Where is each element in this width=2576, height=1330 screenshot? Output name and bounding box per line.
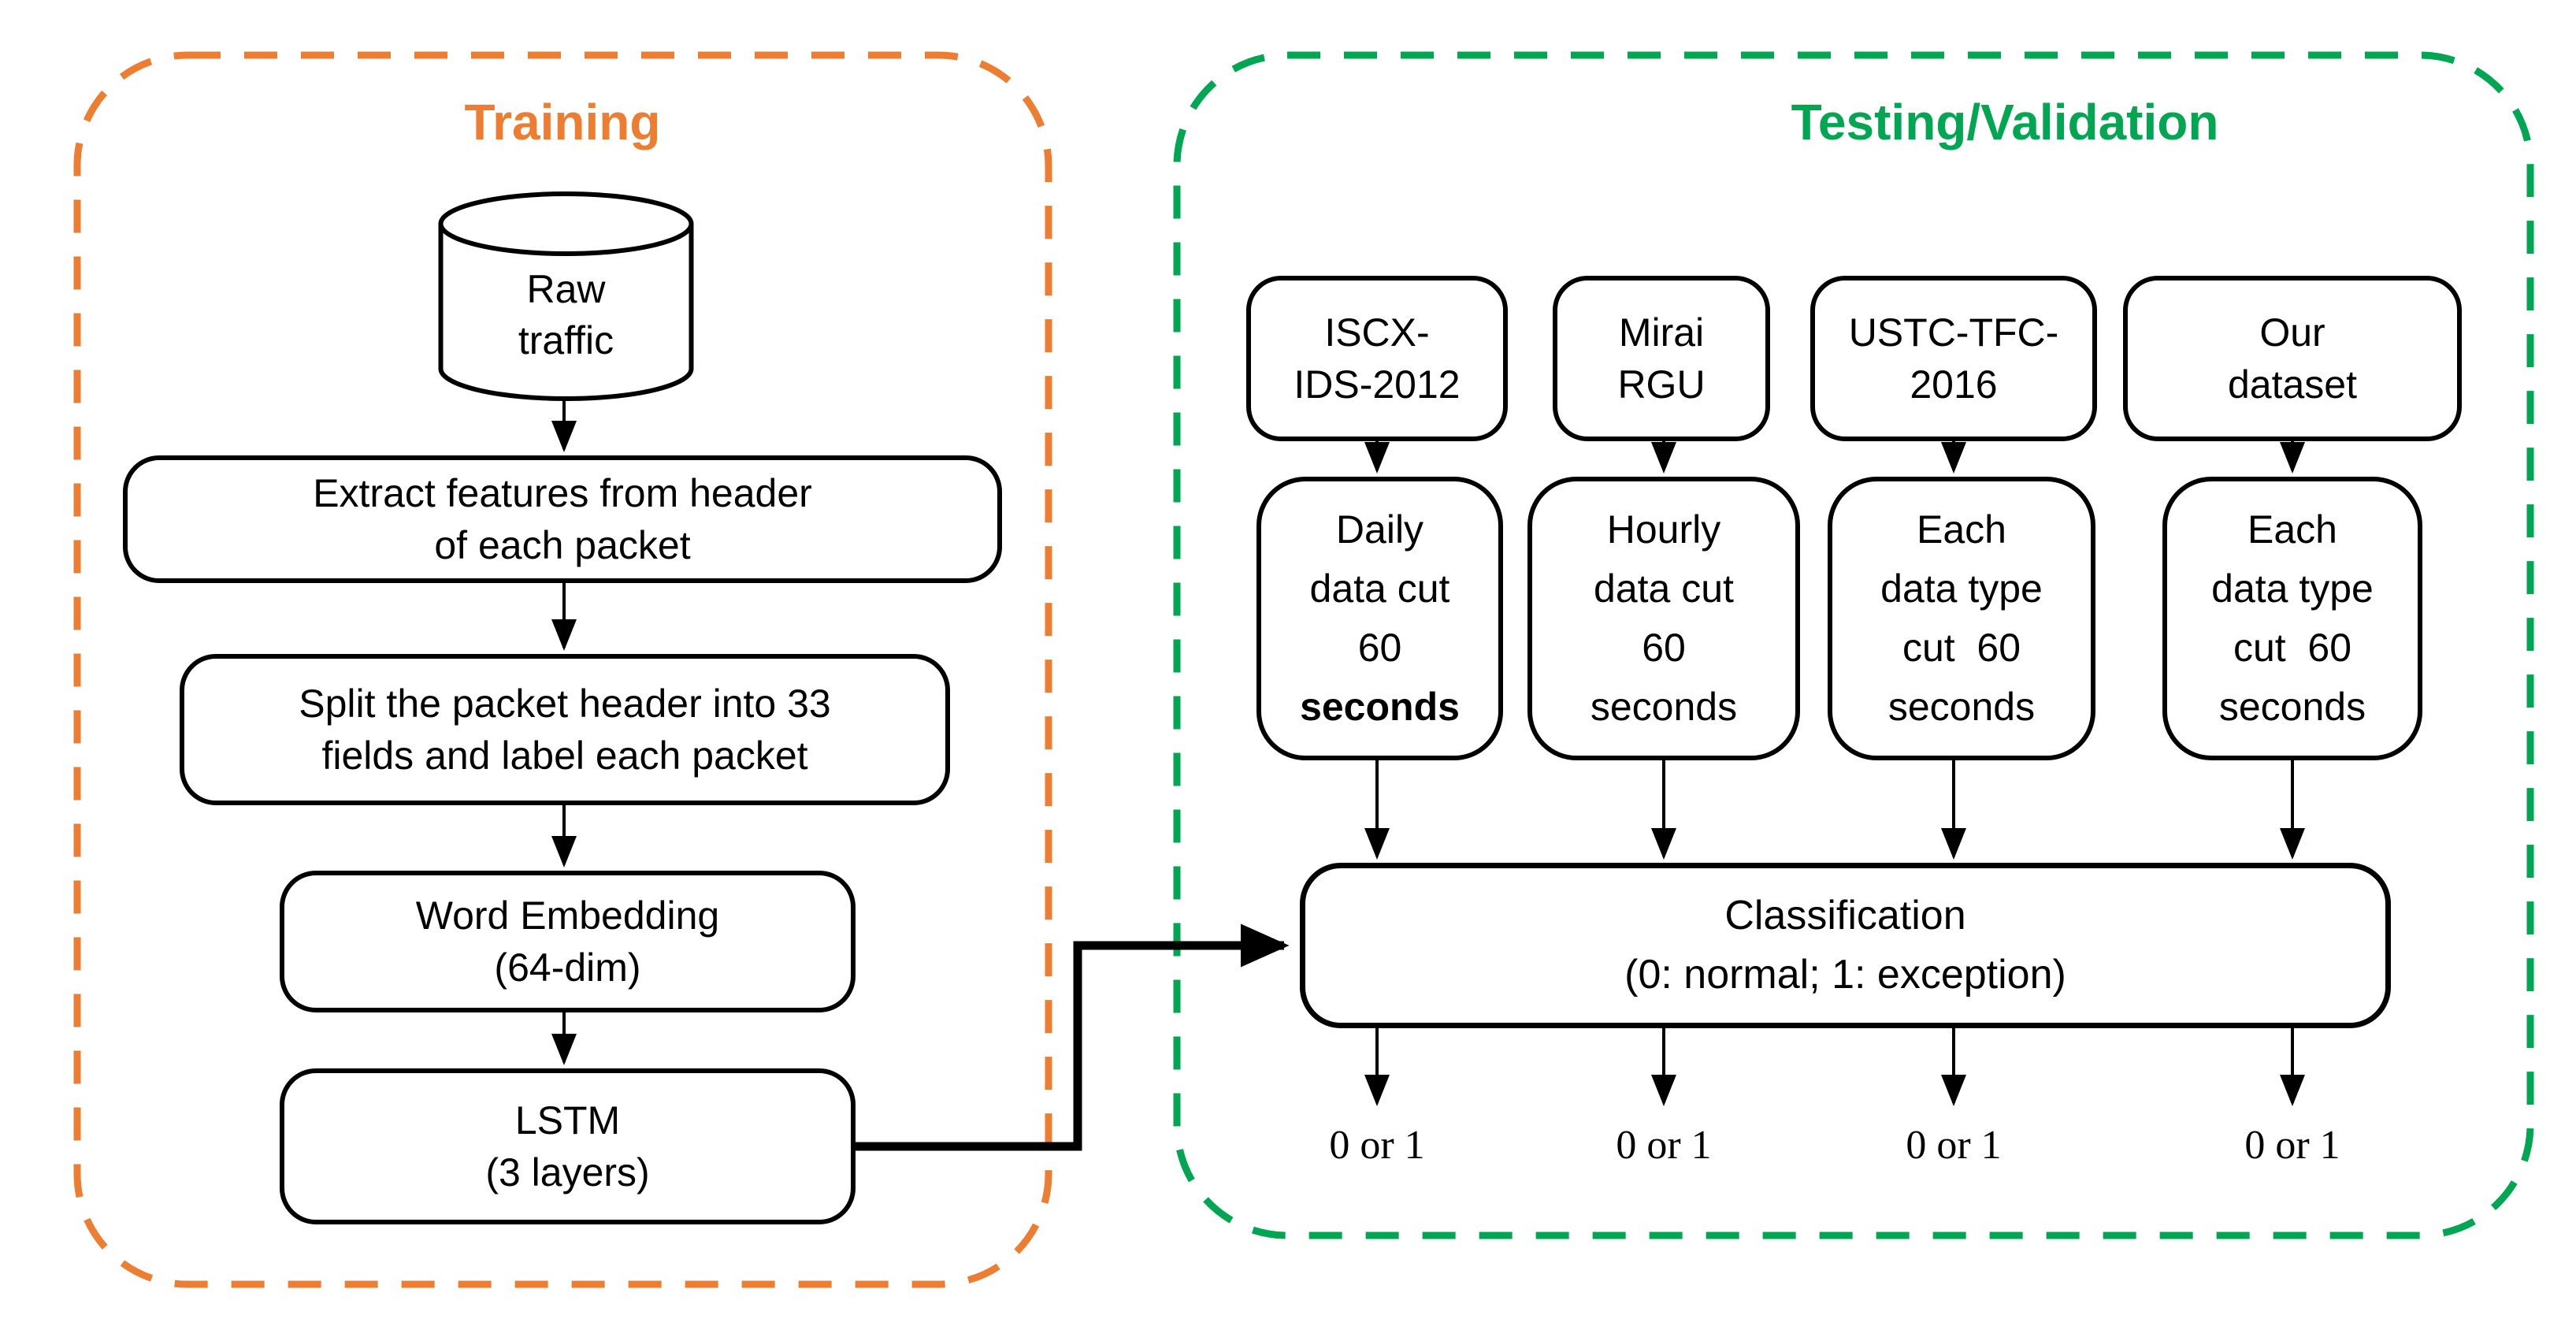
dataset-our-dataset-node: Our dataset bbox=[2123, 276, 2462, 441]
cut-line: seconds bbox=[1300, 685, 1460, 729]
cut-line: 60 bbox=[1357, 626, 1402, 670]
cut-line: Each bbox=[2248, 507, 2337, 552]
cut-line: data type bbox=[2211, 567, 2374, 611]
raw-traffic-datastore: Raw traffic bbox=[438, 189, 694, 403]
each-type-cut-node-1: Each data type cut 60 seconds bbox=[1828, 477, 2095, 760]
cylinder-shape bbox=[438, 191, 694, 401]
cut-line: Daily bbox=[1335, 507, 1424, 552]
classification-node: Classification (0: normal; 1: exception) bbox=[1300, 863, 2391, 1028]
cut-line: Each bbox=[1917, 507, 2006, 552]
lstm-node: LSTM (3 layers) bbox=[280, 1068, 856, 1224]
arrow-lstm-to-classification bbox=[855, 923, 1290, 1151]
output-label-2: 0 or 1 bbox=[1906, 1123, 2002, 1168]
cut-line: Hourly bbox=[1606, 507, 1721, 552]
testing-title: Testing/Validation bbox=[1791, 94, 2219, 150]
output-label-3: 0 or 1 bbox=[2244, 1123, 2340, 1168]
dataset-ustc-tfc-2016-node: USTC-TFC- 2016 bbox=[1810, 276, 2097, 441]
testing-section-frame bbox=[1173, 51, 2534, 1239]
raw-traffic-label: Raw traffic bbox=[518, 267, 614, 362]
word-embedding-node: Word Embedding (64-dim) bbox=[280, 871, 856, 1012]
extract-features-node: Extract features from header of each pac… bbox=[123, 455, 1002, 583]
cut-line: data type bbox=[1880, 567, 2043, 611]
output-label-0: 0 or 1 bbox=[1329, 1123, 1425, 1168]
cut-line: seconds bbox=[1590, 685, 1738, 729]
cut-line: data cut bbox=[1594, 567, 1734, 611]
training-title: Training bbox=[464, 94, 661, 150]
daily-cut-node: Daily data cut 60 seconds bbox=[1256, 477, 1503, 760]
hourly-cut-node: Hourly data cut 60 seconds bbox=[1527, 477, 1800, 760]
each-type-cut-node-2: Each data type cut 60 seconds bbox=[2162, 477, 2422, 760]
training-section-frame bbox=[73, 51, 1052, 1288]
cut-line: cut 60 bbox=[2233, 626, 2352, 670]
split-header-node: Split the packet header into 33 fields a… bbox=[180, 654, 950, 805]
output-label-1: 0 or 1 bbox=[1616, 1123, 1712, 1168]
cut-line: 60 bbox=[1642, 626, 1686, 670]
cut-line: cut 60 bbox=[1902, 626, 2021, 670]
dataset-iscx-ids-2012-node: ISCX- IDS-2012 bbox=[1246, 276, 1508, 441]
cut-line: seconds bbox=[2218, 685, 2366, 729]
cut-line: seconds bbox=[1887, 685, 2036, 729]
cut-line: data cut bbox=[1309, 567, 1450, 611]
dataset-mirai-rgu-node: Mirai RGU bbox=[1553, 276, 1770, 441]
